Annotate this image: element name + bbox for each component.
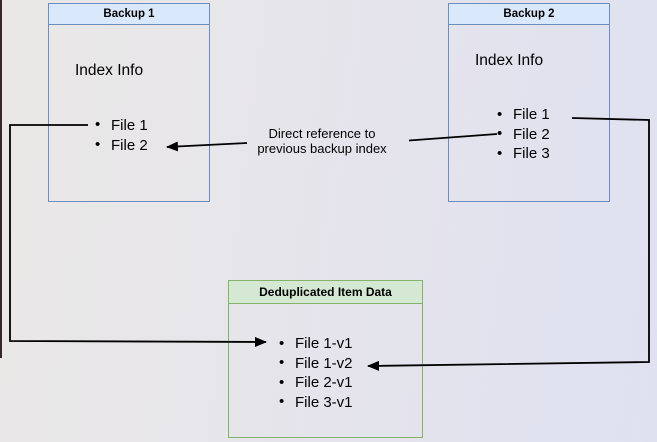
list-item-label: File 1-v1: [295, 335, 353, 353]
list-item: • File 3-v1: [279, 393, 353, 411]
direct-reference-label-line2: previous backup index: [257, 141, 387, 156]
screenshot-left-edge-artifact: [0, 0, 2, 358]
list-item: • File 1-v1: [279, 334, 353, 353]
list-item-label: File 2: [513, 125, 550, 143]
list-item: • File 2: [95, 136, 148, 154]
backup2-box: Backup 2 Index Info • File 1 • File 2 • …: [448, 3, 610, 202]
direct-reference-label: Direct reference to previous backup inde…: [232, 126, 412, 156]
list-item-label: File 3-v1: [295, 393, 353, 411]
backup1-box: Backup 1 Index Info • File 1 • File 2: [48, 3, 210, 202]
deduplicated-item-data-box: Deduplicated Item Data • File 1-v1 • Fil…: [228, 280, 423, 438]
list-item: • File 1: [95, 116, 148, 134]
list-item: • File 2: [497, 125, 550, 143]
list-item-label: File 2-v1: [295, 374, 353, 392]
list-item-label: File 1: [111, 116, 148, 134]
dedup-file-list: • File 1-v1 • File 1-v2 • File 2-v1 • Fi…: [279, 334, 353, 412]
list-item-label: File 2: [111, 136, 148, 154]
list-item: • File 1: [497, 105, 550, 124]
dedup-title: Deduplicated Item Data: [229, 281, 422, 304]
backup1-file-list: • File 1 • File 2: [95, 115, 148, 155]
list-item: • File 3: [497, 144, 550, 163]
backup1-title: Backup 1: [49, 4, 209, 25]
list-item-label: File 1-v2: [295, 354, 353, 372]
list-item-label: File 1: [513, 106, 550, 124]
backup1-index-info-label: Index Info: [75, 62, 144, 79]
direct-reference-label-line1: Direct reference to: [268, 126, 376, 141]
list-item: • File 1-v2: [279, 354, 353, 372]
list-item: • File 2-v1: [279, 373, 353, 392]
list-item-label: File 3: [513, 145, 550, 163]
backup2-index-info-label: Index Info: [475, 52, 544, 69]
backup2-file-list: • File 1 • File 2 • File 3: [497, 105, 550, 164]
backup2-title: Backup 2: [449, 4, 609, 25]
